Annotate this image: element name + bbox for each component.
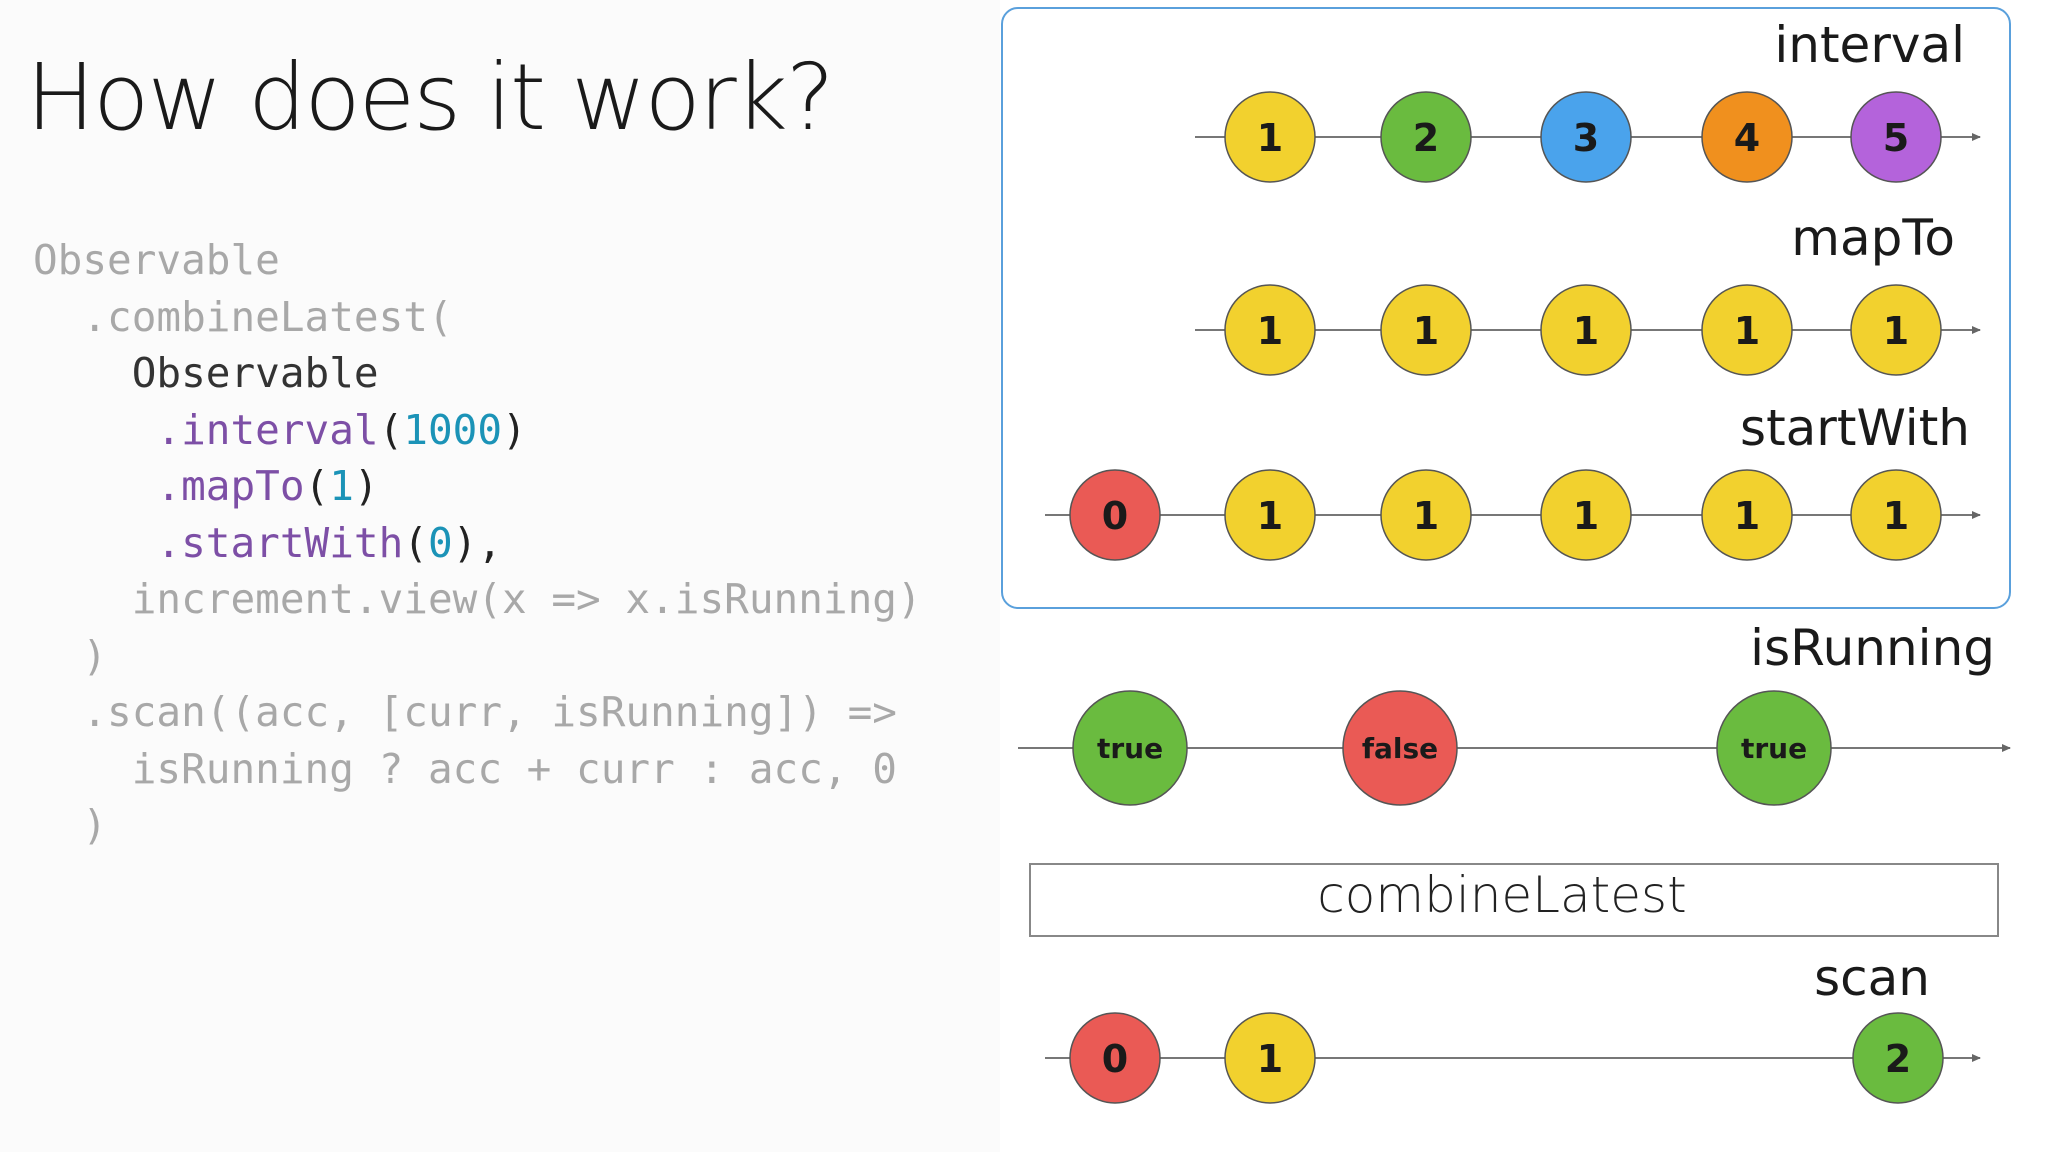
marble-value: 3 [1573,116,1599,160]
stream-startwith: startWith 0 1 1 1 1 1 [1045,399,1981,561]
marble-value: false [1362,732,1438,765]
marble [1224,91,1316,183]
stream-label: interval [1774,16,1965,74]
marble [1072,690,1188,806]
marble-value: 1 [1257,116,1283,160]
marble-value: 1 [1573,309,1599,353]
marble-value: 1 [1883,494,1909,538]
marble-value: 1 [1257,1037,1283,1081]
marble [1342,690,1458,806]
marble-value: 1 [1257,309,1283,353]
marble-value: 1 [1413,309,1439,353]
marble [1850,469,1942,561]
marble [1069,1012,1161,1104]
marble-value: true [1741,732,1807,765]
marble-value: 2 [1885,1037,1911,1081]
code-panel-background [0,0,1000,1152]
slide-title: How does it work? [26,44,835,151]
marble-value: true [1097,732,1163,765]
marble [1380,284,1472,376]
stream-label: startWith [1740,399,1970,457]
marble-value: 1 [1257,494,1283,538]
code-block: Observable .combineLatest( Observable .i… [33,232,922,854]
code-line: Observable [33,236,280,284]
code-line: isRunning ? acc + curr : acc, 0 [33,744,897,793]
combinelatest-operator-box [1029,863,1999,937]
marble-value: 1 [1573,494,1599,538]
marble [1716,690,1832,806]
marble [1850,91,1942,183]
marble [1224,284,1316,376]
marble [1540,284,1632,376]
code-line: increment.view(x => x.isRunning) [33,575,922,623]
stream-interval: interval 1 2 3 4 5 [1195,16,1981,183]
stream-isrunning: isRunning true false true [1018,619,2011,806]
marble-value: 0 [1102,494,1128,538]
code-line: .interval(1000) [33,405,527,454]
marble [1701,91,1793,183]
stream-label: mapTo [1791,209,1955,267]
marble-value: 1 [1734,494,1760,538]
marble-value: 1 [1883,309,1909,353]
stream-mapto: mapTo 1 1 1 1 1 [1195,209,1981,376]
code-line: .mapTo(1) [33,462,379,510]
code-line: .scan((acc, [curr, isRunning]) => [33,688,897,736]
marble [1701,469,1793,561]
marble [1069,469,1161,561]
marble [1380,469,1472,561]
code-line: .combineLatest( [33,292,453,341]
stream-label: scan [1814,949,1930,1007]
marble [1224,469,1316,561]
code-line: Observable [33,349,379,397]
marble [1224,1012,1316,1104]
code-line: ) [33,801,108,849]
streams-layer: interval 1 2 3 4 5 mapTo 1 1 1 1 1 startWith 0 1 1 1 1 1 is… [1018,16,2011,1104]
marble [1850,284,1942,376]
marble [1380,91,1472,183]
code-line: ) [33,631,108,680]
marble-value: 1 [1413,494,1439,538]
marble [1540,91,1632,183]
combinelatest-operator-label: combineLatest [1317,866,1686,924]
marble-value: 0 [1102,1037,1128,1081]
stream-scan: scan 0 1 2 [1045,949,1981,1104]
stream-label: isRunning [1750,619,1995,677]
marble-value: 4 [1734,116,1760,160]
code-line: .startWith(0), [33,518,503,567]
marble-value: 2 [1413,116,1439,160]
marble [1852,1012,1944,1104]
marble-value: 5 [1883,116,1909,160]
marble [1701,284,1793,376]
marble [1540,469,1632,561]
source-streams-group-box [1001,7,2011,609]
marble-value: 1 [1734,309,1760,353]
